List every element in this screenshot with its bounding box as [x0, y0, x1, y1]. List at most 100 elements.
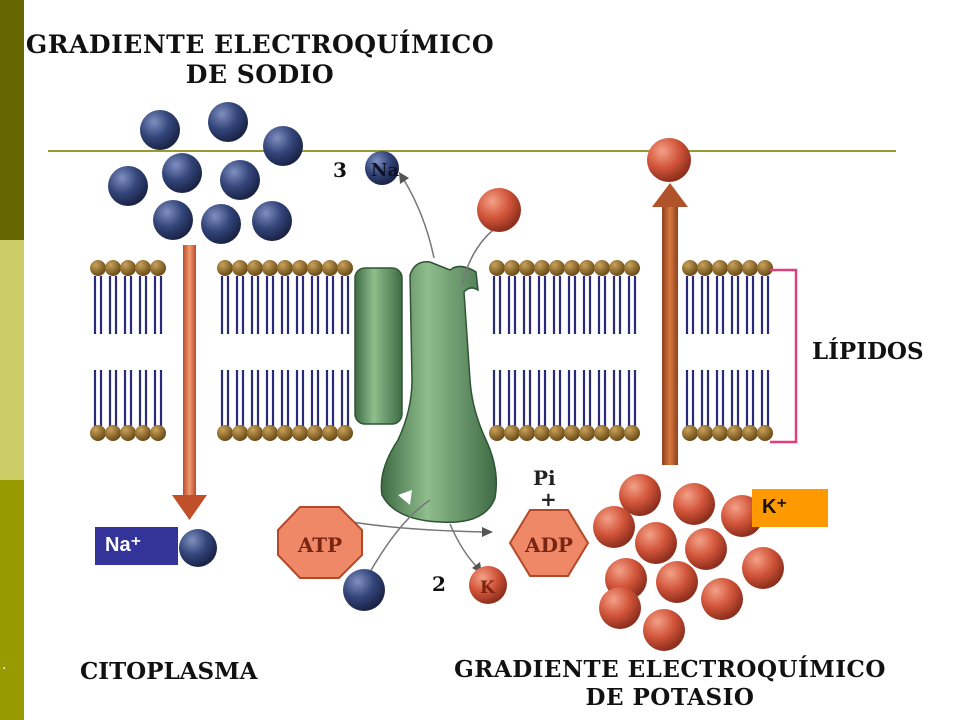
lipid-bracket	[770, 268, 798, 444]
phospholipid-head	[609, 260, 625, 276]
phospholipid-head	[232, 425, 248, 441]
phospholipid-head	[564, 260, 580, 276]
phospholipid-head	[504, 260, 520, 276]
potassium-efflux-arrow	[652, 183, 688, 465]
pump-binding-notch	[398, 490, 412, 505]
potassium-gradient-title: GRADIENTE ELECTROQUÍMICO DE POTASIO	[410, 656, 930, 712]
potassium-ion	[685, 528, 727, 570]
adp-molecule: ADP	[508, 509, 590, 577]
potassium-ion	[656, 561, 698, 603]
potassium-ion	[701, 578, 743, 620]
sodium-ion	[208, 102, 248, 142]
lipids-label: LÍPIDOS	[812, 338, 924, 365]
phospholipid-head	[742, 260, 758, 276]
sodium-ion	[201, 204, 241, 244]
phospholipid-head	[120, 260, 136, 276]
phospholipid-head	[322, 425, 338, 441]
phospholipid-head	[120, 425, 136, 441]
phospholipid-head	[135, 425, 151, 441]
phospholipid-head	[534, 425, 550, 441]
k-entry-path	[461, 229, 494, 286]
phospholipid-head	[624, 425, 640, 441]
phospholipid-head	[90, 425, 106, 441]
phospholipid-head	[609, 425, 625, 441]
potassium-ion	[673, 483, 715, 525]
phospholipid-head	[727, 260, 743, 276]
sodium-ion-cytoplasm	[179, 529, 217, 567]
potassium-count: 2	[432, 572, 446, 596]
sodium-ion-label: Na⁺	[95, 527, 178, 565]
phospholipid-head	[247, 260, 263, 276]
phospholipid-head	[757, 425, 773, 441]
phospholipid-head	[682, 425, 698, 441]
side-mark: .	[2, 657, 7, 673]
phospholipid-head	[697, 425, 713, 441]
phospholipid-head	[519, 425, 535, 441]
pump-main-subunit	[380, 261, 498, 524]
cytoplasm-label: CITOPLASMA	[80, 658, 258, 685]
k-release-path	[449, 523, 479, 569]
sodium-ion	[220, 160, 260, 200]
potassium-ion	[643, 609, 685, 651]
pi-label: Pi	[533, 466, 556, 490]
phospholipid-head	[247, 425, 263, 441]
sodium-title-line1: GRADIENTE ELECTROQUÍMICO	[25, 30, 495, 59]
sodium-ion	[162, 153, 202, 193]
phospholipid-head	[232, 260, 248, 276]
adp-label: ADP	[524, 533, 573, 557]
atp-label: ATP	[297, 533, 342, 557]
sodium-ion-cluster	[108, 102, 303, 244]
phospholipid-head	[217, 260, 233, 276]
potassium-ion-entering	[477, 188, 521, 232]
phospholipid-head	[727, 425, 743, 441]
phospholipid-head	[217, 425, 233, 441]
bilayer-segment	[682, 260, 773, 441]
phospholipid-head	[150, 260, 166, 276]
side-band-middle	[0, 240, 24, 480]
bilayer-segment	[489, 260, 640, 441]
potassium-ion	[593, 506, 635, 548]
bilayer-segment	[217, 260, 353, 441]
phospholipid-head	[307, 425, 323, 441]
phospholipid-head	[150, 425, 166, 441]
potassium-title-line1: GRADIENTE ELECTROQUÍMICO	[454, 656, 886, 683]
atp-molecule: ATP	[277, 506, 363, 579]
phospholipid-head	[757, 260, 773, 276]
bilayer-segment	[90, 260, 166, 441]
sodium-ion	[108, 166, 148, 206]
potassium-ion	[599, 587, 641, 629]
pump-left-subunit	[354, 267, 403, 425]
sodium-ion	[153, 200, 193, 240]
phospholipid-head	[712, 425, 728, 441]
potassium-ion-released	[469, 566, 507, 604]
phospholipid-head	[534, 260, 550, 276]
phospholipid-head	[549, 260, 565, 276]
phospholipid-head	[504, 425, 520, 441]
phospholipid-head	[594, 260, 610, 276]
side-band-top	[0, 0, 24, 240]
potassium-ion	[635, 522, 677, 564]
phospholipid-head	[307, 260, 323, 276]
sodium-influx-arrow	[172, 245, 207, 520]
phospholipid-head	[682, 260, 698, 276]
phospholipid-head	[322, 260, 338, 276]
phospholipid-head	[337, 260, 353, 276]
k-ion-symbol: K	[480, 578, 496, 598]
ion-transport-paths	[339, 172, 494, 574]
phospholipid-head	[564, 425, 580, 441]
potassium-ion	[619, 474, 661, 516]
phospholipid-head	[489, 425, 505, 441]
phospholipid-head	[262, 425, 278, 441]
phospholipid-head	[105, 425, 121, 441]
lipid-bilayer	[90, 260, 773, 441]
phospholipid-head	[135, 260, 151, 276]
phospholipid-head	[90, 260, 106, 276]
sodium-gradient-title: GRADIENTE ELECTROQUÍMICO DE SODIO	[10, 30, 510, 90]
phospholipid-head	[277, 260, 293, 276]
sodium-ion	[252, 201, 292, 241]
na-exit-path	[403, 179, 435, 259]
potassium-ion	[742, 547, 784, 589]
potassium-title-line2: DE POTASIO	[585, 684, 755, 711]
plus-sign: +	[540, 487, 557, 511]
